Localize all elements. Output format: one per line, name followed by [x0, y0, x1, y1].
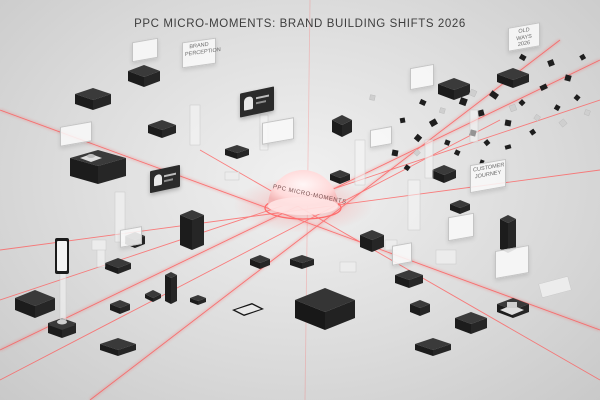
sign-cart-panel: [392, 242, 412, 266]
block: [145, 290, 161, 302]
block: [395, 270, 423, 288]
hub-dome: [268, 170, 338, 206]
sign-cart-panel: [410, 63, 434, 91]
block: [70, 150, 126, 184]
block: [75, 88, 111, 110]
sign-text-panel: [495, 245, 529, 279]
block: [100, 338, 136, 356]
laser-line: [0, 119, 501, 381]
block: [225, 145, 249, 159]
block: [455, 312, 487, 334]
sign-lock-panel: [448, 212, 474, 242]
block: [415, 338, 451, 356]
block: [165, 272, 177, 304]
hub-dome-base: [268, 197, 338, 215]
light-blocks: [91, 171, 572, 298]
phone-device: [55, 238, 69, 274]
block: [250, 255, 270, 269]
pedestal: [48, 319, 76, 338]
sign-brand-perception: BRAND PERCEPTION: [182, 37, 221, 69]
block: [438, 78, 470, 100]
laptop-device: [232, 303, 264, 316]
block: [330, 170, 350, 184]
debris-swarm-light: [369, 88, 591, 157]
user-icon: [244, 95, 253, 111]
block: [180, 210, 204, 250]
pedestal: [500, 302, 524, 315]
block: [105, 258, 131, 274]
pedestal: [80, 154, 102, 162]
block: [450, 200, 470, 214]
block: [500, 215, 516, 253]
scene-title: PPC MICRO-MOMENTS: BRAND BUILDING SHIFTS…: [134, 18, 466, 30]
block: [410, 300, 430, 316]
block: [295, 288, 355, 330]
block: [148, 120, 176, 138]
block: [128, 65, 160, 87]
block: [110, 300, 130, 314]
block: [432, 165, 456, 183]
block: [15, 290, 55, 318]
block: [497, 68, 529, 88]
debris-swarm: [391, 53, 587, 172]
user-icon: [154, 173, 162, 187]
block: [290, 255, 314, 269]
block: [190, 295, 206, 305]
block: [332, 115, 352, 137]
block: [360, 230, 384, 252]
dark-blocks: [15, 65, 529, 356]
